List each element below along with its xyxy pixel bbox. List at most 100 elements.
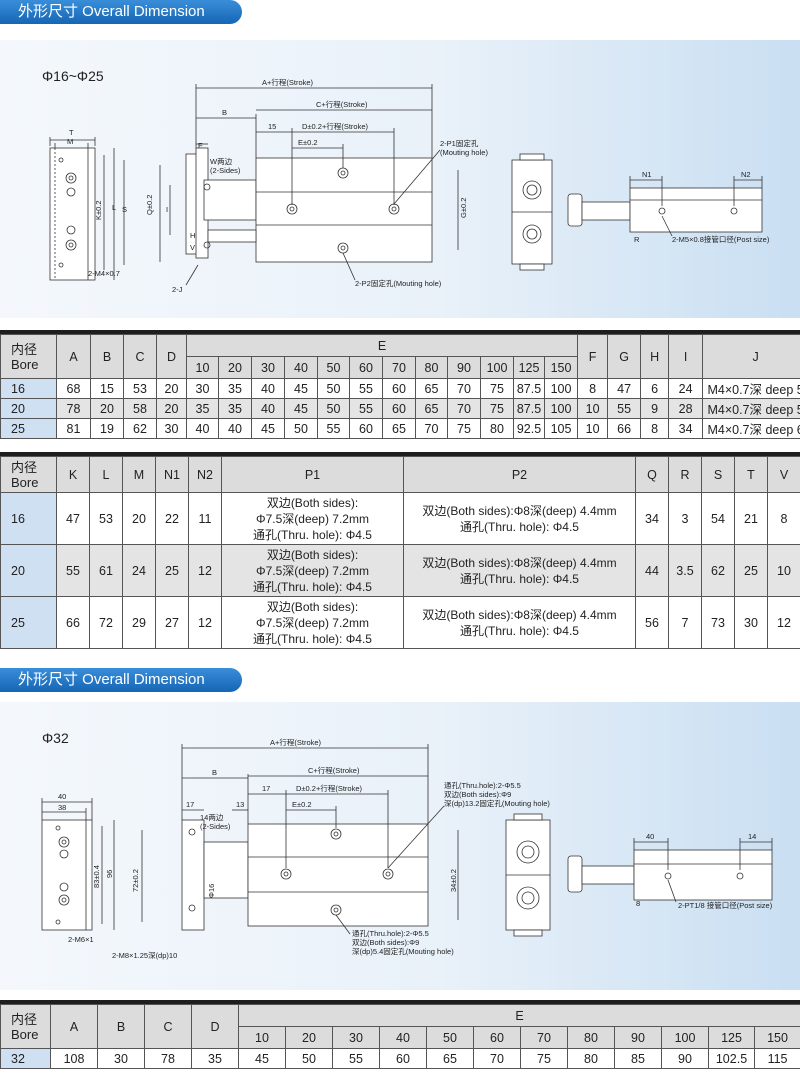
drawing-16-25: A+行程(Stroke) B C+行程(Stroke) 15 D±0.2+行程(… [49, 77, 770, 294]
lbl2-34: 34±0.2 [449, 869, 458, 892]
e-stroke-10: 10 [238, 1026, 286, 1049]
cell-v: 12 [767, 596, 800, 649]
cell-l: 53 [89, 492, 123, 545]
cell-i: 28 [668, 398, 704, 419]
p1-line: 双边(Both sides): [266, 599, 359, 614]
cell-e: 92.5 [513, 418, 545, 439]
p2-line: 双边(Both sides):Φ8深(deep) 4.4mm [422, 503, 617, 518]
lbl-m5: 2-M5×0.8接管口径(Post size) [672, 234, 770, 244]
lbl2-pt: 2-PT1/8 接管口径(Post size) [678, 900, 773, 910]
cell-m: 29 [122, 596, 156, 649]
cell-d: 20 [156, 398, 187, 419]
e-stroke-150: 150 [543, 356, 579, 379]
cell-e: 55 [349, 398, 383, 419]
col2-n1: N1 [155, 456, 189, 493]
lbl2-13: 13 [236, 800, 244, 809]
lbl2-top-hole2: 双边(Both sides):Φ9 [444, 790, 511, 799]
lbl-n1: N1 [642, 170, 652, 179]
cell-e: 75 [480, 378, 514, 399]
e-stroke-70: 70 [382, 356, 416, 379]
e-stroke-40: 40 [379, 1026, 427, 1049]
lbl2-bot-hole2: 双边(Both sides):Φ9 [352, 938, 419, 947]
cell-e: 65 [382, 418, 416, 439]
bore-cell: 20 [0, 398, 57, 419]
cell-h: 9 [640, 398, 670, 419]
cell-e: 90 [661, 1048, 709, 1069]
cell-c: 53 [123, 378, 157, 399]
cell-b: 20 [90, 398, 124, 419]
lbl-f: F [198, 141, 203, 150]
p1-line: 通孔(Thru. hole): Φ4.5 [253, 527, 372, 542]
lbl2-c-stroke: C+行程(Stroke) [308, 765, 360, 775]
e-stroke-40: 40 [284, 356, 318, 379]
col3-a: A [50, 1004, 98, 1049]
lbl2-96: 96 [105, 870, 114, 878]
lbl-e-tol: E±0.2 [298, 138, 318, 147]
e-stroke-20: 20 [285, 1026, 333, 1049]
bore-cell: 20 [0, 544, 57, 597]
cell-e: 85 [614, 1048, 662, 1069]
cell-e: 40 [251, 378, 285, 399]
cell-e: 45 [284, 398, 318, 419]
col2-p1: P1 [221, 456, 404, 493]
section2-header: 外形尺寸 Overall Dimension [0, 668, 242, 692]
cell-d: 30 [156, 418, 187, 439]
bore-cell: 25 [0, 596, 57, 649]
p2-line: 通孔(Thru. hole): Φ4.5 [460, 571, 579, 586]
cell-c: 62 [123, 418, 157, 439]
bore-cell: 32 [0, 1048, 51, 1069]
cell-j: M4×0.7深 deep 5 [702, 398, 800, 419]
p1-line: Φ7.5深(deep) 7.2mm [256, 511, 369, 526]
lbl2-14-sides2: (2-Sides) [200, 822, 231, 831]
lbl2-bot-hole3: 深(dp)5.4固定孔(Mouting hole) [352, 946, 454, 956]
lbl2-d-stroke: D±0.2+行程(Stroke) [296, 783, 363, 793]
cell-f: 10 [577, 398, 609, 419]
lbl2-14-sides: 14两边 [200, 813, 224, 822]
cell-e: 102.5 [708, 1048, 755, 1069]
cell-s: 73 [701, 596, 735, 649]
e-stroke-20: 20 [218, 356, 252, 379]
col-h: H [640, 334, 670, 379]
bore-cell: 16 [0, 378, 57, 399]
cell-f: 10 [577, 418, 609, 439]
cell-e: 45 [238, 1048, 286, 1069]
cell-e: 35 [218, 398, 252, 419]
lbl2-m8: 2-M8×1.25深(dp)10 [112, 951, 177, 960]
cell-v: 8 [767, 492, 800, 545]
lbl2-bot-hole1: 通孔(Thru.hole):2-Φ5.5 [352, 928, 429, 938]
cell-g: 47 [607, 378, 642, 399]
cell-g: 66 [607, 418, 642, 439]
cell-e: 55 [349, 378, 383, 399]
e-stroke-60: 60 [349, 356, 383, 379]
col2-n2: N2 [188, 456, 222, 493]
cell-n1: 27 [155, 596, 189, 649]
p1-line: Φ7.5深(deep) 7.2mm [256, 563, 369, 578]
bore-range-label: Φ16~Φ25 [42, 68, 104, 84]
cell-e: 30 [186, 378, 219, 399]
section1-drawing: Φ16~Φ25 [0, 40, 800, 318]
e-stroke-50: 50 [317, 356, 350, 379]
cell-n2: 12 [188, 544, 222, 597]
cell-l: 61 [89, 544, 123, 597]
cell-e: 35 [186, 398, 219, 419]
col-j: J [702, 334, 800, 379]
cell-g: 55 [607, 398, 642, 419]
cell-l: 72 [89, 596, 123, 649]
e-stroke-90: 90 [614, 1026, 662, 1049]
lbl-m: M [67, 137, 73, 146]
cell-v: 10 [767, 544, 800, 597]
section1-header: 外形尺寸 Overall Dimension [0, 0, 242, 24]
lbl-g-tol: G±0.2 [459, 198, 468, 218]
cell-t: 25 [734, 544, 768, 597]
e-stroke-70: 70 [520, 1026, 568, 1049]
col2-l: L [89, 456, 123, 493]
cell-k: 66 [56, 596, 90, 649]
cell-s: 54 [701, 492, 735, 545]
cell-c: 58 [123, 398, 157, 419]
p2-line: 双边(Both sides):Φ8深(deep) 4.4mm [422, 555, 617, 570]
cell-e: 60 [379, 1048, 427, 1069]
e-stroke-80: 80 [567, 1026, 615, 1049]
